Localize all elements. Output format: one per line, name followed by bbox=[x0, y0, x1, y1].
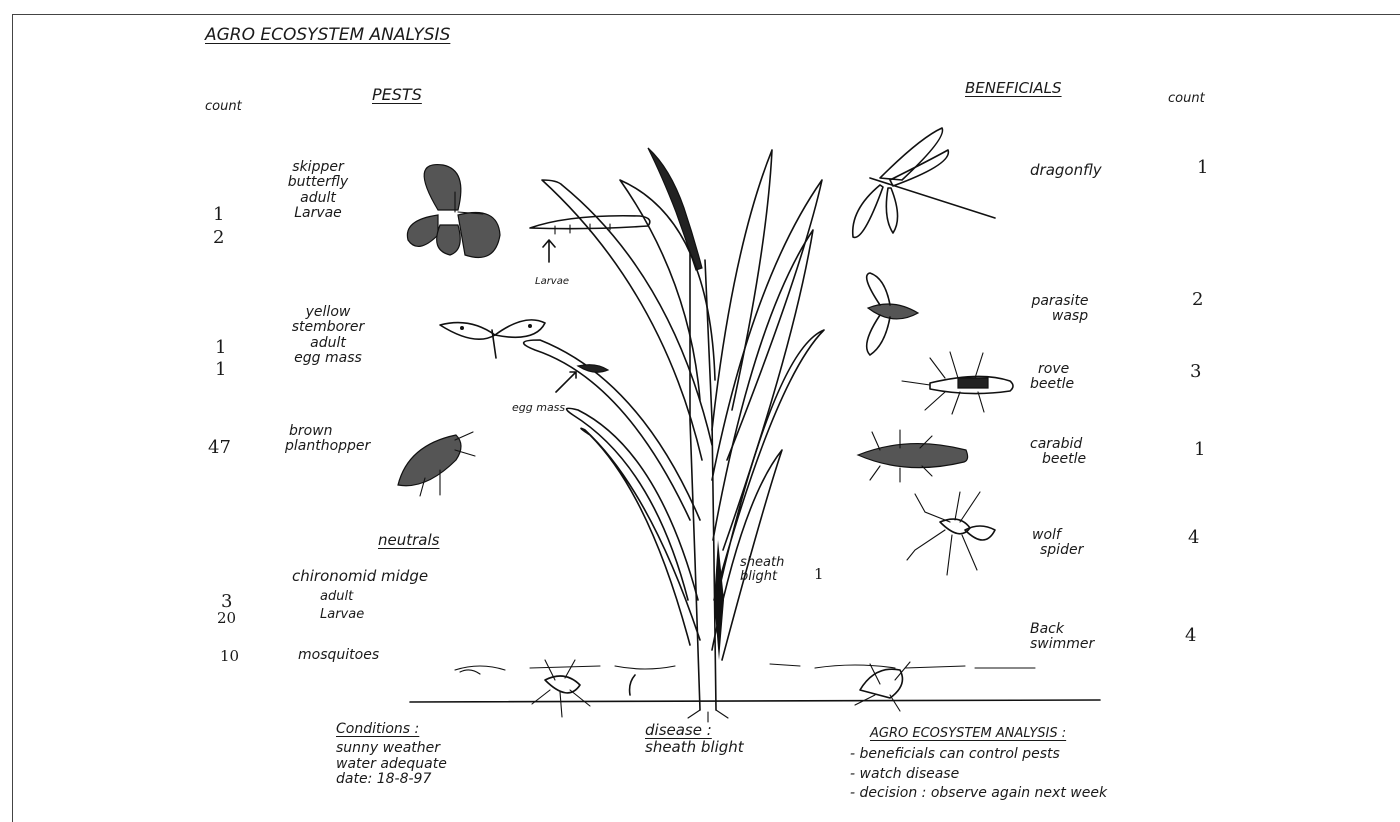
analysis-block: AGRO ECOSYSTEM ANALYSIS : - beneficials … bbox=[850, 727, 1107, 801]
beneficial-label-backswimmer: Back swimmer bbox=[1030, 622, 1094, 653]
ground-line bbox=[410, 700, 1100, 702]
beneficial-label-parasite-wasp: parasite wasp bbox=[1025, 294, 1095, 325]
water-surface bbox=[455, 664, 1035, 670]
backswimmer-icon bbox=[855, 662, 910, 711]
rove-beetle-icon bbox=[902, 352, 1013, 414]
pest-label-planthopper: brown planthopper bbox=[285, 424, 370, 455]
pest-count-stemborer-adult: 1 bbox=[215, 338, 226, 358]
beneficial-count-backswimmer: 4 bbox=[1185, 626, 1196, 646]
rice-plant-icon bbox=[524, 148, 824, 722]
analysis-heading: AGRO ECOSYSTEM ANALYSIS : bbox=[850, 727, 1107, 741]
beneficial-label-wolf-spider: wolf spider bbox=[1032, 528, 1083, 559]
disease-block: disease : sheath blight bbox=[645, 722, 744, 755]
conditions-block: Conditions : sunny weather water adequat… bbox=[336, 722, 447, 788]
skipper-butterfly-icon bbox=[407, 165, 500, 258]
egg-mass-arrow-label: egg mass bbox=[512, 402, 565, 414]
pest-label-stemborer: yellow stemborer adult egg mass bbox=[278, 305, 378, 367]
pests-count-heading: count bbox=[205, 100, 242, 114]
larva-icon bbox=[530, 216, 650, 262]
neutrals-heading: neutrals bbox=[378, 532, 439, 549]
beneficial-label-rove-beetle: rove beetle bbox=[1030, 362, 1074, 393]
carabid-beetle-icon bbox=[858, 430, 968, 482]
pests-heading: PESTS bbox=[372, 86, 422, 104]
beneficial-label-carabid-beetle: carabid beetle bbox=[1030, 437, 1086, 468]
parasite-wasp-icon bbox=[867, 273, 918, 355]
sheath-blight-label: sheath blight bbox=[740, 556, 784, 585]
pest-count-skipper-larvae: 2 bbox=[213, 228, 224, 248]
neutral-label-midge: chironomid midge bbox=[292, 568, 428, 585]
beneficials-count-heading: count bbox=[1168, 92, 1205, 106]
dragonfly-icon bbox=[853, 128, 995, 237]
neutral-count-midge-larvae: 20 bbox=[217, 610, 236, 627]
pest-count-planthopper: 47 bbox=[208, 438, 231, 458]
wolf-spider-icon bbox=[907, 492, 995, 575]
pest-count-stemborer-eggmass: 1 bbox=[215, 360, 226, 380]
sheath-blight-count: 1 bbox=[814, 566, 824, 583]
disease-value: sheath blight bbox=[645, 739, 744, 756]
beneficial-count-rove-beetle: 3 bbox=[1190, 362, 1201, 382]
beneficial-count-carabid-beetle: 1 bbox=[1194, 440, 1205, 460]
beneficial-count-parasite-wasp: 2 bbox=[1192, 290, 1203, 310]
neutral-label-midge-adult: adult bbox=[320, 590, 353, 604]
beneficial-label-dragonfly: dragonfly bbox=[1030, 162, 1102, 179]
planthopper-icon bbox=[398, 432, 475, 496]
larvae-arrow-label: Larvae bbox=[535, 276, 569, 287]
pest-label-skipper: skipper butterfly adult Larvae bbox=[278, 160, 358, 222]
beneficial-count-wolf-spider: 4 bbox=[1188, 528, 1199, 548]
pest-count-skipper-adult: 1 bbox=[213, 205, 224, 225]
stemborer-moth-icon bbox=[440, 320, 545, 358]
conditions-heading: Conditions : bbox=[336, 722, 447, 737]
egg-mass-icon bbox=[556, 365, 608, 392]
neutral-label-midge-larvae: Larvae bbox=[320, 608, 364, 622]
neutral-count-mosquitoes: 10 bbox=[220, 648, 239, 665]
neutral-label-mosquitoes: mosquitoes bbox=[298, 648, 379, 663]
beneficial-count-dragonfly: 1 bbox=[1197, 158, 1208, 178]
water-spider-icon bbox=[532, 660, 590, 717]
page-title: AGRO ECOSYSTEM ANALYSIS bbox=[205, 26, 450, 45]
disease-heading: disease : bbox=[645, 722, 744, 739]
beneficials-heading: BENEFICIALS bbox=[965, 80, 1062, 97]
